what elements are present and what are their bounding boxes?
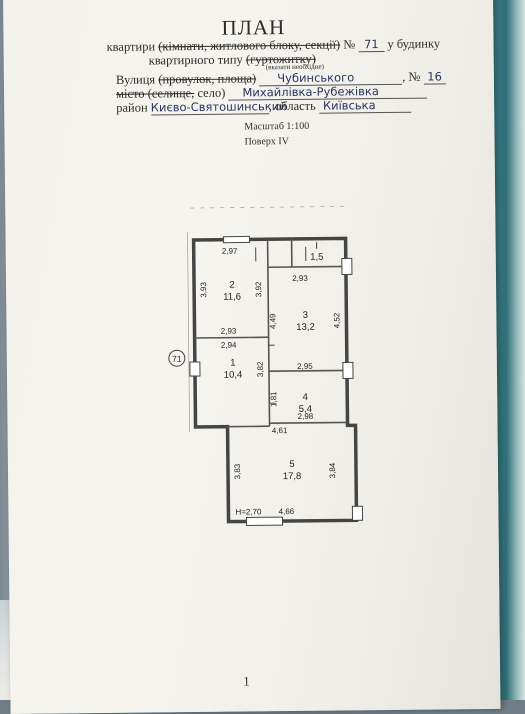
- dim-3-92: 3,92: [254, 281, 263, 297]
- height-label: H=2,70: [235, 507, 262, 516]
- closet-number: I: [315, 241, 318, 252]
- dim-2-93-top: 2,93: [292, 274, 308, 283]
- room-2-area: 11,6: [223, 292, 241, 303]
- dim-4-61: 4,61: [272, 426, 288, 435]
- dim-2-93: 2,93: [221, 327, 237, 336]
- dim-2-98: 2,98: [298, 412, 314, 421]
- dim-3-84: 3,84: [328, 462, 337, 478]
- apartment-marker-label: 71: [172, 354, 182, 364]
- window-room5-right: [352, 506, 362, 520]
- dim-2-97: 2,97: [222, 247, 238, 256]
- outer-wall: [194, 238, 357, 522]
- room-3-area: 13,2: [296, 322, 315, 333]
- window-room5-bottom: [246, 517, 282, 525]
- window-room2: [224, 236, 250, 242]
- room-2-number: 2: [229, 280, 234, 291]
- closet-area: 1,5: [310, 252, 323, 263]
- room-1-area: 10,4: [224, 370, 243, 381]
- dim-2-95: 2,95: [297, 362, 313, 371]
- room-4-number: 4: [303, 392, 308, 403]
- document-page: ПЛАН квартири (кімнати, житлового блоку,…: [3, 0, 501, 714]
- dim-1-81: 1,81: [269, 391, 278, 407]
- wall-room2-room1: [195, 337, 269, 338]
- wall-corridor-top: [268, 266, 346, 267]
- room-5-area: 17,8: [283, 471, 302, 482]
- dim-2-94: 2,94: [221, 341, 237, 350]
- room-5-number: 5: [289, 459, 294, 470]
- page-number: 1: [243, 673, 250, 689]
- window-room4: [343, 362, 353, 378]
- dim-4-66: 4,66: [279, 507, 295, 516]
- dim-4-52: 4,52: [332, 312, 341, 328]
- top-hatch-line: [190, 206, 350, 208]
- dim-3-82: 3,82: [256, 361, 265, 377]
- room-3-number: 3: [303, 310, 308, 321]
- dim-3-83: 3,83: [233, 463, 242, 479]
- wall-room4-room5: [270, 422, 348, 423]
- room-1-number: 1: [230, 358, 235, 369]
- outer-dim-line: [188, 232, 190, 432]
- dim-3-93: 3,93: [199, 282, 208, 298]
- floor-plan: 71 2 11,6 3 13,2 1 10,4 4 5,4 5 17,8 I 1…: [3, 0, 511, 714]
- window-left: [190, 362, 200, 376]
- dim-4-49: 4,49: [268, 313, 277, 329]
- window-room3: [342, 258, 352, 274]
